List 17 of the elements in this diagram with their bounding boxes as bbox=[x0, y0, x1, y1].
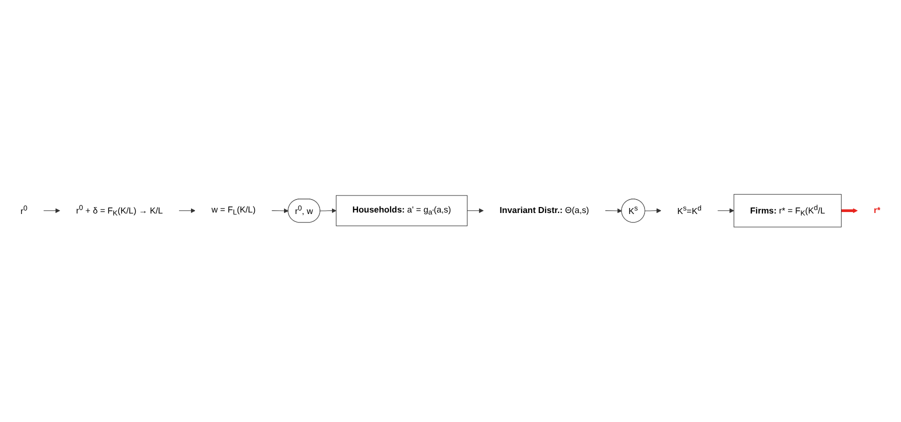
arrow bbox=[43, 208, 60, 214]
node-box: Households: a' = g$_{a'}$(a,s) bbox=[336, 196, 468, 226]
node-text: r* bbox=[874, 206, 880, 216]
node-text: r$^{0}$ + δ = F$_{K}$(K/L) → K/L bbox=[76, 204, 163, 218]
arrow bbox=[320, 208, 336, 214]
node-box: Firms: r* = F$_{K}$(K$^{d}$/L bbox=[734, 194, 842, 228]
arrow bbox=[178, 208, 196, 214]
arrow bbox=[644, 208, 662, 214]
arrow bbox=[717, 208, 734, 214]
arrow bbox=[466, 208, 484, 214]
node-text: Invariant Distr.: Θ(a,s) bbox=[500, 206, 590, 216]
arrow bbox=[272, 208, 289, 214]
node-text: K$^{s}$=K$^{d}$ bbox=[677, 204, 702, 216]
arrow bbox=[841, 208, 858, 214]
node-text: r$^{0}$ bbox=[20, 204, 28, 216]
node-text: w = F$_{L}$(K/L) bbox=[211, 206, 256, 216]
arrow bbox=[605, 208, 622, 214]
